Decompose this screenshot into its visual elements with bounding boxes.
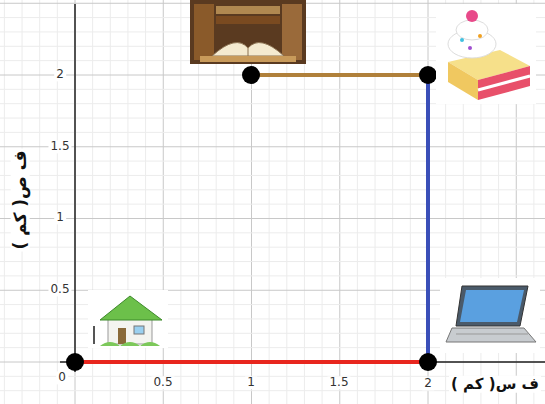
axis-title: ف ص( كم ) (11, 148, 30, 251)
tick-label: 1.5 (327, 376, 350, 389)
tick-label: 1 (54, 211, 66, 224)
house-icon (88, 290, 168, 348)
tick-label: 1 (245, 376, 257, 389)
grid-line (0, 175, 545, 176)
grid-line (0, 118, 545, 119)
y-axis (74, 4, 76, 372)
laptop-icon (440, 278, 540, 353)
grid-line (0, 146, 545, 147)
brown-segment (251, 73, 428, 77)
blue-segment (426, 75, 430, 362)
grid-line (0, 232, 545, 233)
tick-label: 0.5 (48, 283, 71, 296)
tick-label: 0.5 (151, 376, 174, 389)
cake-icon (436, 4, 536, 104)
tick-label: 2 (422, 377, 434, 390)
grid-line (0, 161, 545, 162)
grid-line (0, 132, 545, 133)
books-icon (190, 0, 306, 64)
tick-label: 2 (54, 68, 66, 81)
grid-line (0, 247, 545, 248)
point (242, 66, 260, 84)
tick-label: 1.5 (48, 140, 71, 153)
grid-line (75, 0, 76, 404)
grid-line (0, 204, 545, 205)
point (419, 353, 437, 371)
point (419, 66, 437, 84)
grid-line (0, 261, 545, 262)
red-segment (75, 360, 428, 364)
tick-label: 0 (56, 371, 68, 384)
grid-line (0, 275, 545, 276)
grid-line (0, 218, 545, 219)
grid-line (0, 189, 545, 190)
point (66, 353, 84, 371)
x-axis (60, 361, 545, 363)
axis-title: ف س( كم ) (449, 376, 541, 393)
